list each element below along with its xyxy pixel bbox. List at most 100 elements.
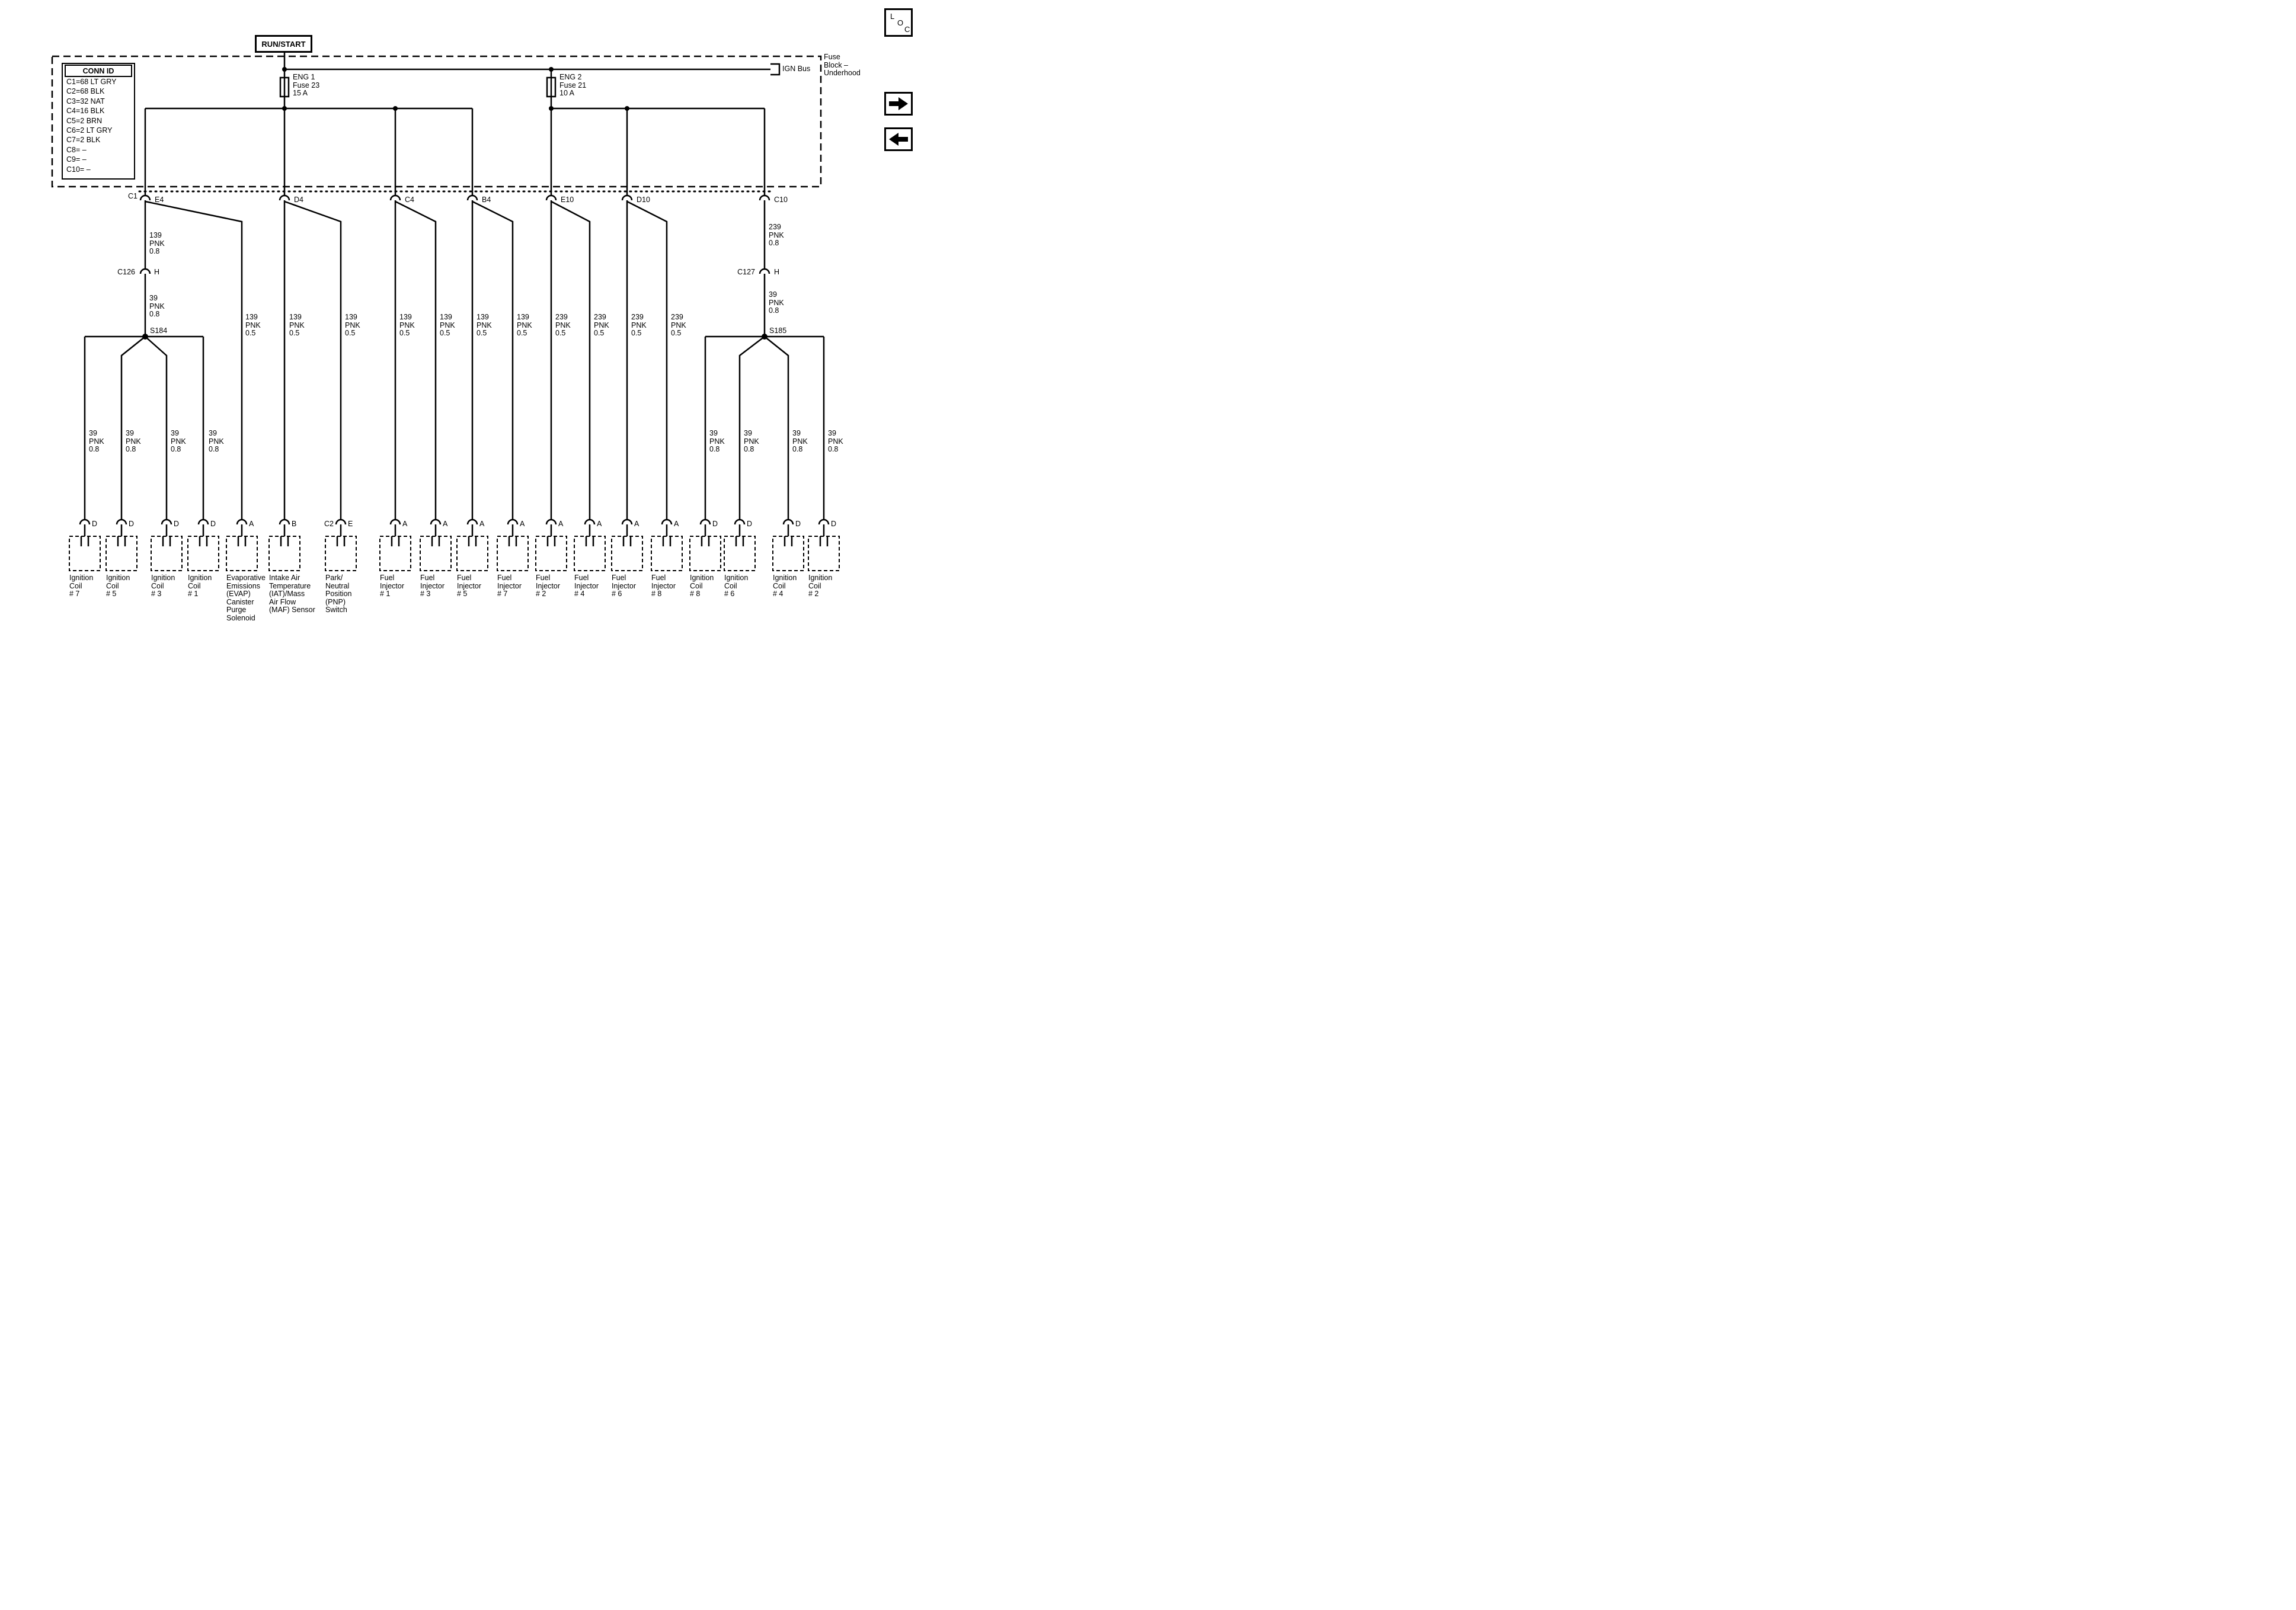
wire-label: 239 PNK 0.5	[555, 313, 571, 337]
pin-label: A	[479, 520, 485, 528]
component-label: Ignition Coil # 1	[188, 574, 212, 598]
conn-id-entry: C1=68 LT GRY	[66, 78, 117, 86]
wire-label: 239 PNK 0.5	[631, 313, 647, 337]
pin-label: A	[402, 520, 408, 528]
pin-label: D	[92, 520, 98, 528]
pin-label: D	[174, 520, 180, 528]
conn-id-entry: C8= –	[66, 146, 87, 154]
wire-label: 139 PNK 0.5	[289, 313, 305, 337]
component-label: Intake Air Temperature (IAT)/Mass Air Fl…	[269, 574, 315, 614]
pin-e4-label: E4	[155, 196, 164, 204]
power-distribution-lines	[144, 53, 770, 196]
component-label: Fuel Injector # 8	[651, 574, 676, 598]
component-label: Fuel Injector # 1	[380, 574, 404, 598]
component-label: Ignition Coil # 8	[690, 574, 714, 598]
wire-label: 39 PNK 0.8	[209, 429, 224, 453]
component-terminal-stubs	[80, 536, 829, 546]
splice-s185-label: S185	[769, 327, 787, 335]
wire-label: 139 PNK 0.5	[245, 313, 261, 337]
conn-id-entry: C7=2 BLK	[66, 136, 101, 144]
pin-label: A	[249, 520, 254, 528]
conn-id-box	[62, 63, 135, 180]
wire-label: 39 PNK 0.8	[792, 429, 808, 453]
loc-button[interactable]: L O C	[884, 8, 913, 37]
conn-id-entry: C6=2 LT GRY	[66, 126, 113, 135]
connector-c127-label: C127	[737, 268, 755, 276]
ign-bus-terminal	[770, 63, 781, 76]
conn-id-title: CONN ID	[65, 65, 132, 77]
conn-id-entry: C5=2 BRN	[66, 117, 103, 125]
pin-label: D	[210, 520, 216, 528]
wire-label: 139 PNK 0.5	[345, 313, 360, 337]
pin-label: D	[129, 520, 135, 528]
pin-c10-label: C10	[774, 196, 788, 204]
connector-symbols-top	[139, 194, 770, 201]
conn-id-entry: C4=16 BLK	[66, 107, 105, 115]
previous-page-button[interactable]	[884, 127, 913, 151]
connector-symbols-bottom	[79, 518, 830, 536]
component-label: Fuel Injector # 6	[612, 574, 636, 598]
component-label: Fuel Injector # 7	[497, 574, 522, 598]
conn-id-entry: C10= –	[66, 165, 91, 174]
wire-label: 139 PNK 0.5	[477, 313, 492, 337]
wire-label: 239 PNK 0.5	[594, 313, 609, 337]
component-label: Ignition Coil # 7	[69, 574, 94, 598]
conn-id-entry: C9= –	[66, 155, 87, 164]
conn-id-entry: C3=32 NAT	[66, 97, 105, 105]
wire-label: 39 PNK 0.8	[171, 429, 186, 453]
wire-label: 139 PNK 0.5	[399, 313, 415, 337]
component-label: Ignition Coil # 4	[773, 574, 797, 598]
pin-label: D	[831, 520, 837, 528]
splice-dots	[142, 334, 768, 340]
arrow-right-icon	[889, 97, 908, 110]
component-label: Fuel Injector # 3	[420, 574, 445, 598]
connector-symbols-inline	[139, 268, 770, 274]
connector-c126-pin: H	[154, 268, 160, 276]
pin-d10-label: D10	[637, 196, 650, 204]
pin-label: B	[292, 520, 297, 528]
fuse-block-name: Fuse Block – Underhood	[824, 53, 861, 77]
splice-s184-label: S184	[150, 327, 168, 335]
wire-label: 239 PNK 0.8	[769, 223, 784, 247]
splice-s184-dot	[142, 334, 148, 340]
pin-label: E	[348, 520, 353, 528]
connector-c1-label: C1	[128, 192, 137, 200]
component-label: Fuel Injector # 2	[536, 574, 560, 598]
next-page-button[interactable]	[884, 92, 913, 116]
wire-label: 39 PNK 0.8	[126, 429, 141, 453]
pin-label: A	[634, 520, 639, 528]
run-start-label: RUN/START	[255, 35, 312, 53]
eng2-fuse-symbol	[546, 76, 557, 98]
ign-bus-label: IGN Bus	[782, 65, 811, 73]
component-label: Ignition Coil # 6	[724, 574, 749, 598]
wire-label: 39 PNK 0.8	[828, 429, 843, 453]
pin-label: A	[443, 520, 448, 528]
wire-label: 39 PNK 0.8	[89, 429, 104, 453]
splice-wiring	[84, 335, 825, 520]
pin-e10-label: E10	[561, 196, 574, 204]
eng2-fuse-label: ENG 2 Fuse 21 10 A	[559, 73, 587, 97]
wire-label: 39 PNK 0.8	[744, 429, 759, 453]
circuit-wires	[144, 200, 766, 520]
component-label: Park/ Neutral Position (PNP) Switch	[325, 574, 352, 614]
loc-letter-o: O	[897, 18, 904, 27]
pin-label: A	[558, 520, 564, 528]
arrow-left-icon	[889, 133, 908, 146]
eng1-fuse-label: ENG 1 Fuse 23 15 A	[293, 73, 320, 97]
component-label: Evaporative Emissions (EVAP) Canister Pu…	[226, 574, 266, 622]
fuse-symbols	[279, 76, 557, 98]
diagram-lines-svg	[51, 53, 840, 571]
pin-label: D	[712, 520, 718, 528]
pin-label: D	[795, 520, 801, 528]
wire-label: 39 PNK 0.8	[709, 429, 725, 453]
loc-letter-l: L	[890, 12, 895, 21]
wire-label: 139 PNK 0.5	[440, 313, 455, 337]
wire-label: 39 PNK 0.8	[149, 294, 165, 318]
connector-c126-label: C126	[117, 268, 135, 276]
component-boxes	[69, 536, 840, 571]
wire-label: 239 PNK 0.5	[671, 313, 686, 337]
splice-s185-dot	[762, 334, 768, 340]
pin-b4-label: B4	[482, 196, 491, 204]
pin-label: D	[747, 520, 753, 528]
connector-c2-label: C2	[324, 520, 334, 528]
